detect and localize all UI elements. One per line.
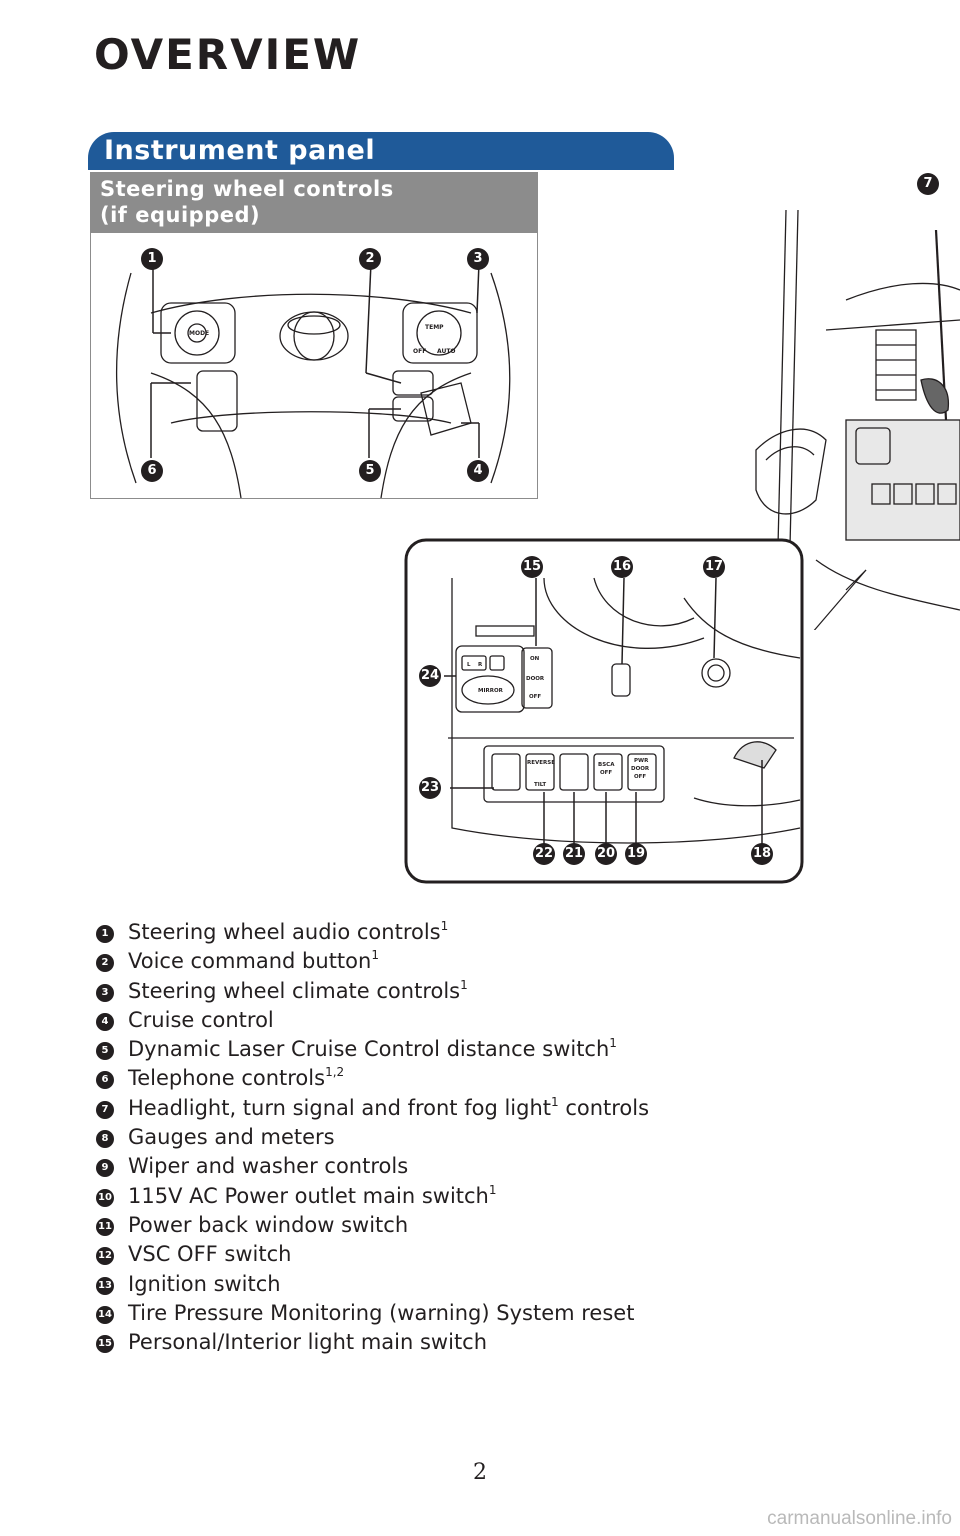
callout-22: 22 — [533, 843, 555, 865]
pwr-off-label: OFF — [634, 774, 646, 780]
steering-wheel-diagram: MODE TEMP OFF AUTO — [90, 232, 538, 499]
callout-1: 1 — [141, 248, 163, 270]
callout-20: 20 — [595, 843, 617, 865]
legend-label: Headlight, turn signal and front fog lig… — [128, 1095, 551, 1120]
legend-text: Steering wheel climate controls1 — [128, 979, 468, 1003]
legend-number-badge: 8 — [96, 1130, 114, 1149]
callout-16: 16 — [611, 556, 633, 578]
legend-label: Ignition switch — [128, 1271, 281, 1296]
legend-text: Cruise control — [128, 1008, 274, 1032]
legend-label: Tire Pressure Monitoring (warning) Syste… — [128, 1300, 635, 1325]
bsca-off-label: OFF — [600, 770, 612, 776]
callout-7: 7 — [917, 173, 939, 195]
legend-text: Telephone controls1,2 — [128, 1066, 344, 1090]
legend-number-badge: 7 — [96, 1100, 114, 1119]
legend-label: Dynamic Laser Cruise Control distance sw… — [128, 1037, 610, 1062]
legend-footnote-mark: 1 — [460, 977, 468, 992]
legend-label: Steering wheel climate controls — [128, 978, 461, 1003]
legend-label: VSC OFF switch — [128, 1242, 292, 1267]
page-number: 2 — [473, 1460, 487, 1485]
callout-4: 4 — [467, 460, 489, 482]
section-title: Instrument panel — [104, 135, 376, 166]
legend-number-badge: 3 — [96, 983, 114, 1002]
legend-text: Power back window switch — [128, 1213, 408, 1237]
legend-text: Dynamic Laser Cruise Control distance sw… — [128, 1037, 617, 1061]
steering-wheel-illustration: MODE TEMP OFF AUTO — [115, 262, 511, 498]
page-title: OVERVIEW — [94, 30, 362, 79]
callout-5: 5 — [359, 460, 381, 482]
legend-number-badge: 10 — [96, 1188, 114, 1207]
light-door-label: DOOR — [526, 676, 545, 682]
mirror-label: MIRROR — [478, 688, 504, 694]
legend-footnote-mark: 1 — [371, 948, 379, 963]
legend-number-badge: 11 — [96, 1217, 114, 1236]
reverse-label: REVERSE — [527, 760, 555, 766]
legend-number-badge: 5 — [96, 1042, 114, 1061]
subsection-banner: Steering wheel controls (if equipped) — [90, 172, 538, 232]
legend-text: Headlight, turn signal and front fog lig… — [128, 1096, 649, 1120]
legend-footnote-mark: 1 — [440, 919, 449, 933]
legend-number-badge: 9 — [96, 1159, 114, 1178]
pwr-door-label: DOOR — [631, 766, 650, 772]
legend-text: VSC OFF switch — [128, 1242, 291, 1266]
legend-label: Gauges and meters — [128, 1125, 335, 1150]
legend-text: 115V AC Power outlet main switch1 — [128, 1184, 497, 1208]
legend-text: Ignition switch — [128, 1272, 281, 1296]
legend-number-badge: 14 — [96, 1305, 114, 1324]
legend-label: Power back window switch — [128, 1212, 409, 1237]
callout-21: 21 — [563, 843, 585, 865]
legend-text: Personal/Interior light main switch — [128, 1330, 487, 1354]
subsection-title-line1: Steering wheel controls — [100, 177, 394, 201]
callout-15: 15 — [521, 556, 543, 578]
legend-number-badge: 15 — [96, 1335, 114, 1354]
legend-text: Steering wheel audio controls1 — [128, 920, 448, 944]
console-inset-diagram: MIRROR L R ON DOOR OFF REVERSE TILT BSCA… — [404, 538, 804, 884]
legend-label: Cruise control — [128, 1007, 274, 1032]
legend-number-badge: 6 — [96, 1071, 114, 1090]
mirror-l-label: L — [467, 662, 471, 668]
legend-footnote-mark: 1 — [488, 1182, 497, 1197]
legend-footnote-mark: 1 — [551, 1094, 559, 1109]
legend-label: Voice command button — [128, 949, 372, 974]
light-on-label: ON — [530, 656, 540, 662]
legend-number-badge: 1 — [96, 925, 114, 943]
light-off-label: OFF — [529, 694, 541, 700]
legend-footnote-mark: 1 — [609, 1036, 617, 1051]
legend-number-badge: 12 — [96, 1247, 114, 1266]
legend-label: Telephone controls — [128, 1066, 326, 1091]
callout-19: 19 — [625, 843, 647, 865]
temp-label: TEMP — [425, 324, 444, 331]
legend-label: 115V AC Power outlet main switch — [128, 1183, 489, 1208]
legend-text: Voice command button1 — [128, 949, 379, 973]
section-banner: Instrument panel — [88, 132, 674, 170]
legend-text: Gauges and meters — [128, 1125, 335, 1149]
mirror-r-label: R — [478, 662, 483, 668]
callout-6: 6 — [141, 460, 163, 482]
tilt-label: TILT — [534, 782, 546, 788]
callout-17: 17 — [703, 556, 725, 578]
legend-number-badge: 2 — [96, 954, 114, 973]
legend-label: Personal/Interior light main switch — [128, 1330, 488, 1355]
off-label: OFF — [413, 348, 426, 355]
legend-text: Wiper and washer controls — [128, 1154, 408, 1178]
pwr-label: PWR — [634, 758, 649, 764]
legend-number-badge: 13 — [96, 1276, 114, 1295]
bsca-label: BSCA — [598, 762, 615, 768]
callout-3: 3 — [467, 248, 489, 270]
legend-text: Tire Pressure Monitoring (warning) Syste… — [128, 1301, 634, 1325]
legend-label: Steering wheel audio controls — [128, 920, 441, 944]
auto-label: AUTO — [437, 348, 456, 355]
mode-label: MODE — [189, 330, 209, 337]
legend-label: Wiper and washer controls — [128, 1154, 409, 1179]
callout-23: 23 — [419, 777, 441, 799]
callout-24: 24 — [419, 665, 441, 687]
callout-2: 2 — [359, 248, 381, 270]
subsection-title-line2: (if equipped) — [100, 203, 261, 227]
legend-label-suffix: controls — [558, 1095, 650, 1120]
watermark: carmanualsonline.info — [767, 1508, 952, 1529]
legend-footnote-mark: 1,2 — [325, 1065, 345, 1080]
legend-number-badge: 4 — [96, 1012, 114, 1031]
callout-18: 18 — [751, 843, 773, 865]
